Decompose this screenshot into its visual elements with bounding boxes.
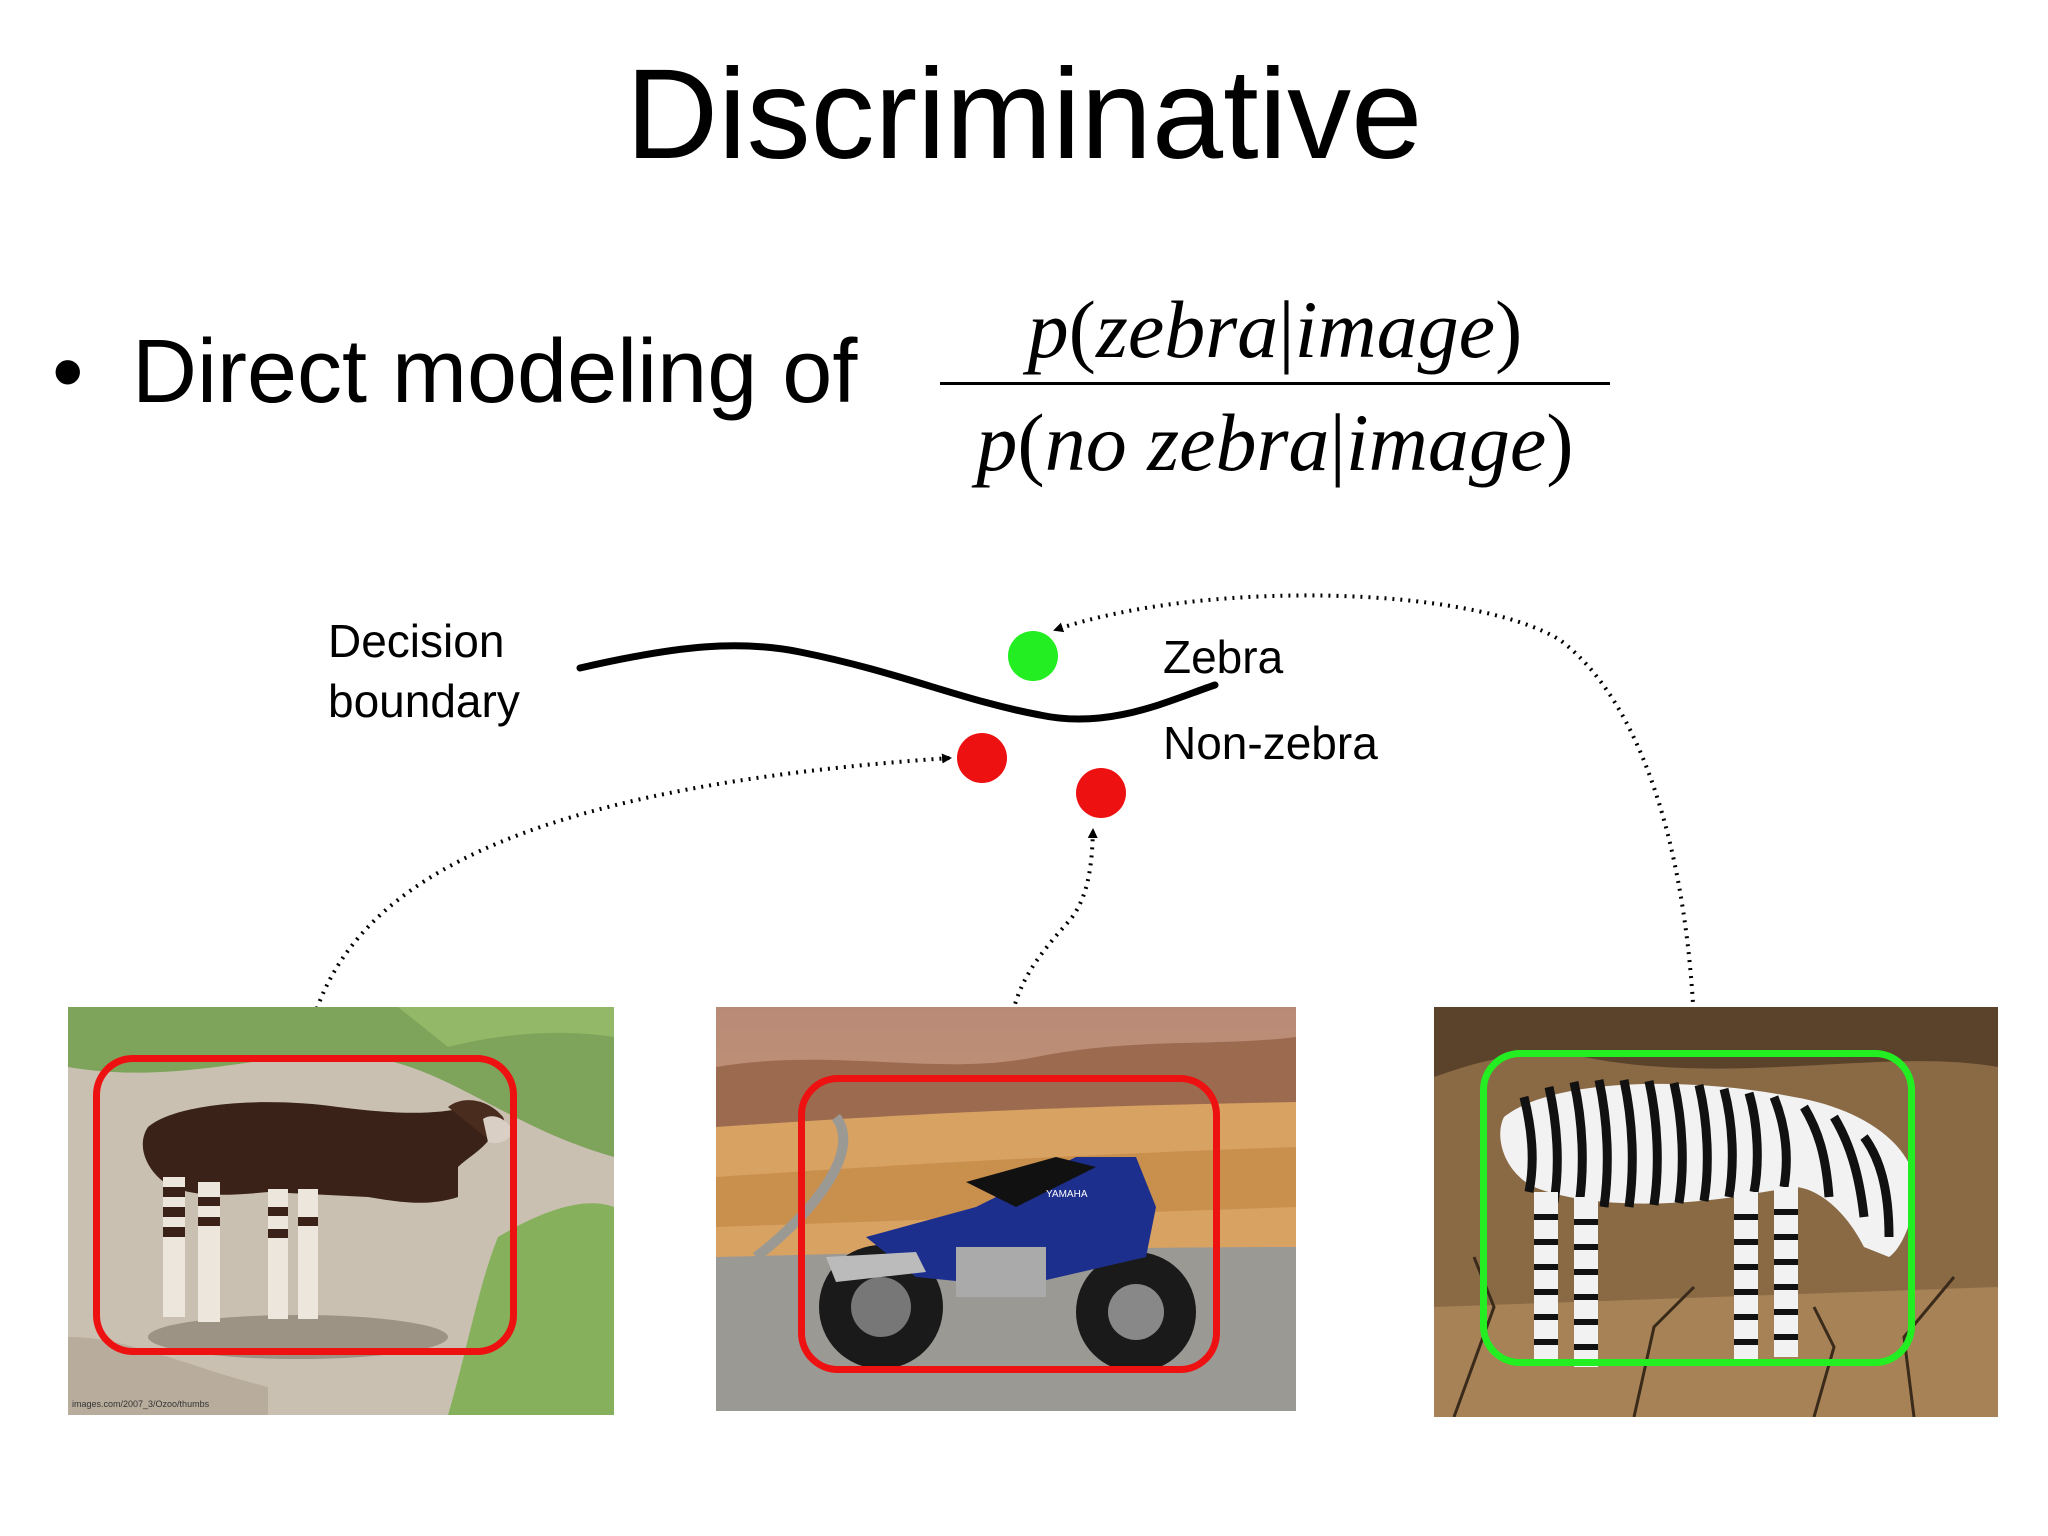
zebra-point	[1008, 631, 1058, 681]
non-zebra-point	[1076, 768, 1126, 818]
zebra-photo	[1434, 1007, 1998, 1417]
fraction-bar	[940, 382, 1610, 385]
okapi-photo: images.com/2007_3/Ozoo/thumbs	[68, 1007, 614, 1415]
non-zebra-point	[957, 733, 1007, 783]
arrow-zebra-to-point	[1053, 593, 1697, 1051]
formula-denominator: p(no zebra|image)	[976, 397, 1574, 488]
bullet-marker: •	[52, 322, 84, 422]
non-zebra-box-okapi	[93, 1055, 517, 1355]
decision-boundary-curve	[576, 642, 1219, 723]
probability-ratio-formula: p(zebra|image) p(no zebra|image)	[940, 280, 1610, 493]
zebra-box	[1480, 1050, 1915, 1366]
formula-numerator: p(zebra|image)	[1027, 284, 1523, 375]
motorcycle-badge: YAMAHA	[1046, 1189, 1088, 1200]
non-zebra-box-motorcycle	[798, 1075, 1220, 1373]
decision-boundary-label-line1: Decision	[328, 615, 505, 667]
non-zebra-region-label: Non-zebra	[1163, 717, 1378, 769]
decision-boundary-label-line2: boundary	[328, 675, 520, 727]
bullet-text: Direct modeling of	[132, 322, 858, 422]
slide-title: Discriminative	[625, 43, 1423, 186]
bullet-item: • Direct modeling of	[52, 322, 857, 422]
arrow-moto-to-point	[1005, 828, 1098, 1076]
okapi-watermark: images.com/2007_3/Ozoo/thumbs	[72, 1399, 210, 1409]
zebra-region-label: Zebra	[1163, 631, 1284, 683]
